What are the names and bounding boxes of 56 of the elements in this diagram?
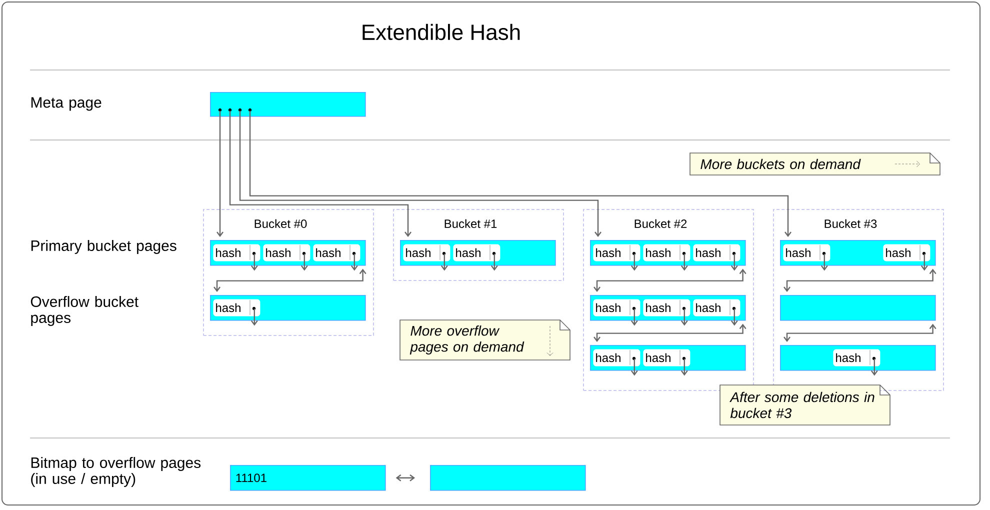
pointer-arrow xyxy=(920,254,928,271)
overflow-link xyxy=(784,268,936,292)
hash-entry: hash xyxy=(403,244,450,262)
overflow-link xyxy=(214,268,366,292)
pointer-arrow xyxy=(216,110,224,237)
pointer-arrow xyxy=(730,254,738,271)
pointer-arrow xyxy=(630,358,638,376)
hash-entry: hash xyxy=(783,244,830,262)
hash-entry: hash xyxy=(643,349,690,366)
hash-entry: hash xyxy=(833,349,880,366)
hash-entry: hash xyxy=(883,244,930,262)
hash-entry: hash xyxy=(693,244,740,262)
note-box: More buckets on demand xyxy=(690,152,940,176)
pointer-arrow xyxy=(490,254,498,271)
pointer-arrow xyxy=(250,254,258,271)
pointer-arrow xyxy=(630,308,638,326)
row-label: Overflow bucket pages xyxy=(30,296,138,326)
overflow-link xyxy=(784,324,936,342)
pointer-arrow xyxy=(680,308,688,326)
hash-entry: hash xyxy=(263,244,310,262)
pointer-arrow xyxy=(250,308,258,326)
bitmap-page: 11101 xyxy=(230,465,386,491)
hash-entry: hash xyxy=(593,349,640,366)
pointer-arrow xyxy=(820,254,828,271)
pointer-arrow xyxy=(239,110,602,237)
pointer-arrow xyxy=(350,254,358,271)
hash-entry: hash xyxy=(643,299,690,316)
pointer-arrow xyxy=(440,254,448,271)
row-label: Primary bucket pages xyxy=(31,240,176,254)
bucket-page xyxy=(780,295,936,321)
meta-page xyxy=(210,92,366,117)
pointer-arrow xyxy=(249,110,792,237)
pointer-arrow xyxy=(730,308,738,326)
hash-entry: hash xyxy=(593,299,640,316)
overflow-link xyxy=(594,324,746,342)
hash-entry: hash xyxy=(593,244,640,262)
row-label: Meta page xyxy=(31,97,102,111)
note-box: More overflow pages on demand xyxy=(400,320,570,360)
hash-entry: hash xyxy=(693,299,740,316)
note-box: After some deletions in bucket #3 xyxy=(720,384,890,426)
row-label: Bitmap to overflow pages (in use / empty) xyxy=(31,457,201,487)
hash-entry: hash xyxy=(313,244,360,262)
overflow-link xyxy=(594,268,746,292)
hash-entry: hash xyxy=(453,244,500,262)
pointer-arrow xyxy=(680,254,688,271)
arrow xyxy=(396,474,415,482)
pointer-arrow xyxy=(630,254,638,271)
hash-entry: hash xyxy=(213,299,260,316)
pointer-arrow xyxy=(870,358,878,376)
pointer-arrow xyxy=(680,358,688,376)
bitmap-page xyxy=(430,465,586,491)
title: Extendible Hash xyxy=(362,24,520,40)
hash-entry: hash xyxy=(213,244,260,262)
hash-entry: hash xyxy=(643,244,690,262)
pointer-arrow xyxy=(300,254,308,271)
pointer-arrow xyxy=(229,110,412,237)
